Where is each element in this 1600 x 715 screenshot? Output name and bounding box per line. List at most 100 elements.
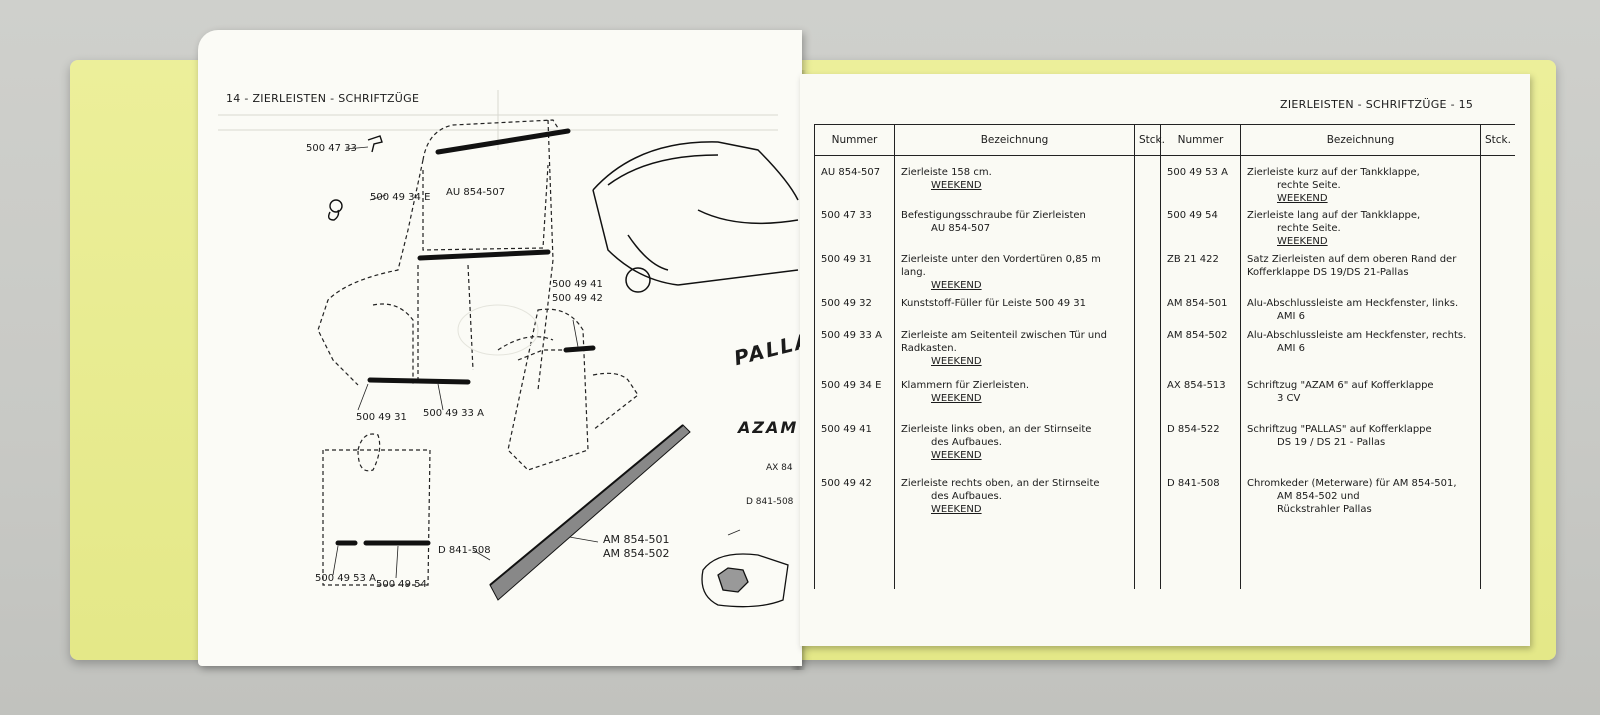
description-subline: WEEKEND [931,504,982,515]
quantity-cell [1134,419,1161,473]
quantity-cell [1480,293,1515,325]
quantity-cell [1480,419,1515,473]
part-description: Schriftzug "AZAM 6" auf Kofferklappe 3 CV [1240,375,1481,419]
part-description: Zierleiste kurz auf der Tankklappe, recht… [1240,155,1481,205]
empty-cell [894,537,1135,589]
description-line: Radkasten. [901,343,957,354]
column-header: Nummer [814,124,895,156]
description-subline: AMI 6 [1277,343,1305,354]
parts-illustration [218,90,799,608]
part-number: 500 49 32 [814,293,895,325]
part-description: Satz Zierleisten auf dem oberen Rand der… [1240,249,1481,293]
part-number: 500 49 54 [1160,205,1241,249]
part-description: Befestigungsschraube für Zierleisten AU 8… [894,205,1135,249]
part-number: 500 49 42 [814,473,895,537]
description-line: Zierleiste unter den Vordertüren 0,85 m … [901,254,1101,278]
parts-table: Nummer Bezeichnung Stck. Nummer Bezeichn… [814,124,1515,589]
part-number: D 854-522 [1160,419,1241,473]
quantity-cell [1134,249,1161,293]
column-header: Stck. [1480,124,1515,156]
description-subline: rechte Seite. [1277,180,1341,191]
description-line: Befestigungsschraube für Zierleisten [901,210,1086,221]
description-subline: AM 854-502 und [1277,491,1360,502]
callout-label: 500 49 31 [356,412,407,423]
quantity-cell [1134,293,1161,325]
part-description: Alu-Abschlussleiste am Heckfenster, link… [1240,293,1481,325]
description-line: Satz Zierleisten auf dem oberen Rand der [1247,254,1457,265]
description-line: Schriftzug "AZAM 6" auf Kofferklappe [1247,380,1434,391]
quantity-cell [1134,155,1161,205]
table-header-row: Nummer Bezeichnung Stck. Nummer Bezeichn… [814,124,1515,156]
description-line: Chromkeder (Meterware) für AM 854-501, [1247,478,1457,489]
description-subline: WEEKEND [1277,193,1328,204]
description-line: Zierleiste lang auf der Tankklappe, [1247,210,1421,221]
description-line: Zierleiste kurz auf der Tankklappe, [1247,167,1420,178]
table-row: 500 49 41 Zierleiste links oben, an der S… [814,419,1515,473]
table-row: AU 854-507 Zierleiste 158 cm. WEEKEND 500 4… [814,155,1515,205]
column-header: Bezeichnung [894,124,1135,156]
quantity-cell [1480,155,1515,205]
description-subline: rechte Seite. [1277,223,1341,234]
callout-label: 500 47 33 [306,143,357,154]
part-description: Zierleiste unter den Vordertüren 0,85 m … [894,249,1135,293]
description-subline: WEEKEND [931,280,982,291]
quantity-cell [1134,205,1161,249]
description-line: Alu-Abschlussleiste am Heckfenster, rech… [1247,330,1467,341]
left-page-header: 14 - ZIERLEISTEN - SCHRIFTZÜGE [226,92,420,105]
empty-cell [814,537,895,589]
part-description: Zierleiste 158 cm. WEEKEND [894,155,1135,205]
part-description: Alu-Abschlussleiste am Heckfenster, rech… [1240,325,1481,375]
callout-label: AU 854-507 [446,187,506,198]
quantity-cell [1480,473,1515,537]
quantity-cell [1480,375,1515,419]
part-description: Klammern für Zierleisten.WEEKEND [894,375,1135,419]
part-description: Zierleiste lang auf der Tankklappe, recht… [1240,205,1481,249]
callout-label: 500 49 42 [552,293,603,304]
description-subline: DS 19 / DS 21 - Pallas [1277,437,1386,448]
part-number: AU 854-507 [814,155,895,205]
description-subline: WEEKEND [931,393,982,404]
part-number: AX 854-513 [1160,375,1241,419]
azam-emblem: AZAM [738,418,799,437]
description-subline: WEEKEND [1277,236,1328,247]
description-line: Zierleiste links oben, an der Stirnseite [901,424,1092,435]
description-line: Zierleiste am Seitenteil zwischen Tür un… [901,330,1107,341]
empty-cell [1160,537,1241,589]
callout-label: AM 854-501 [603,533,670,546]
callout-label: D 841-508 [438,545,491,556]
description-line: Zierleiste 158 cm. [901,167,992,178]
part-number: AM 854-502 [1160,325,1241,375]
part-number: 500 49 34 E [814,375,895,419]
part-description: Zierleiste rechts oben, an der Stirnseit… [894,473,1135,537]
callout-label: AX 84 [766,463,793,473]
callout-label: 500 49 41 [552,279,603,290]
description-subline: WEEKEND [931,450,982,461]
description-subline: AMI 6 [1277,311,1305,322]
part-number: 500 47 33 [814,205,895,249]
description-subline: des Aufbaues. [931,437,1002,448]
quantity-cell [1480,325,1515,375]
description-line: Schriftzug "PALLAS" auf Kofferklappe [1247,424,1432,435]
quantity-cell [1480,205,1515,249]
description-subline: WEEKEND [931,180,982,191]
column-header: Stck. [1134,124,1165,156]
part-number: 500 49 53 A [1160,155,1241,205]
description-subline: 3 CV [1277,393,1301,404]
description-line: Zierleiste rechts oben, an der Stirnseit… [901,478,1100,489]
right-page-parts-list: ZIERLEISTEN - SCHRIFTZÜGE - 15 Nummer Be… [800,74,1530,646]
description-subline: AU 854-507 [931,223,991,234]
part-number: 500 49 41 [814,419,895,473]
part-description: Kunststoff-Füller für Leiste 500 49 31 [894,293,1135,325]
left-page-diagram: 14 - ZIERLEISTEN - SCHRIFTZÜGE [198,30,802,666]
table-row: 500 49 33 A Zierleiste am Seitenteil zwis… [814,325,1515,375]
callout-label: 500 49 53 A [315,573,376,584]
part-number: 500 49 33 A [814,325,895,375]
empty-cell [1480,537,1515,589]
description-subline: Rückstrahler Pallas [1277,504,1372,515]
callout-label: 500 49 33 A [423,408,484,419]
empty-cell [1240,537,1481,589]
column-header: Nummer [1160,124,1241,156]
